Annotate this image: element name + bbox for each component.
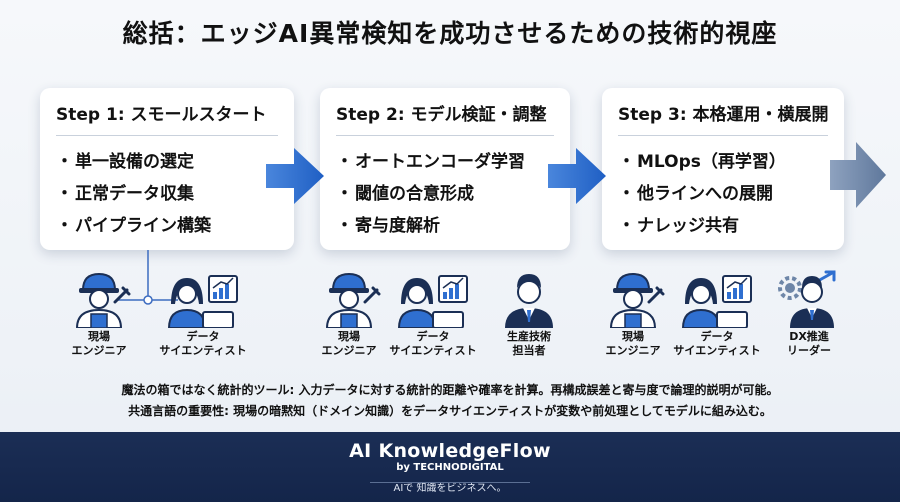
step-1-title: Step 1: スモールスタート <box>56 100 278 136</box>
step-3-title: Step 3: 本格運用・横展開 <box>618 100 829 136</box>
step-3-list: MLOps（再学習） 他ラインへの展開 ナレッジ共有 <box>618 146 828 242</box>
list-item: パイプライン構築 <box>56 210 278 242</box>
businessman-icon <box>505 274 553 328</box>
footer-brand: AI KnowledgeFlow <box>349 440 551 462</box>
list-item: ナレッジ共有 <box>618 210 828 242</box>
person-label: データ サイエンティスト <box>159 330 247 357</box>
engineer-person: 現場 エンジニア <box>54 268 144 358</box>
step-2-list: オートエンコーダ学習 閾値の合意形成 寄与度解析 <box>336 146 554 242</box>
data-scientist-icon <box>681 275 752 328</box>
person-label: 現場 エンジニア <box>605 330 661 357</box>
footer-tagline: AIで 知識をビジネスへ。 <box>393 483 507 494</box>
step-1-card: Step 1: スモールスタート 単一設備の選定 正常データ収集 パイプライン構… <box>40 88 294 250</box>
footer-banner: AI KnowledgeFlow by TECHNODIGITAL AIで 知識… <box>0 432 900 502</box>
person-label: DX推進 リーダー <box>787 330 831 357</box>
data-scientist-icon <box>397 275 468 328</box>
data-scientist-icon <box>167 275 238 328</box>
note-statistical-tool: 魔法の箱ではなく統計的ツール: 入力データに対する統計的距離や確率を計算。再構成… <box>121 383 779 397</box>
list-item: 他ラインへの展開 <box>618 178 828 210</box>
list-item: オートエンコーダ学習 <box>336 146 554 178</box>
list-item: 閾値の合意形成 <box>336 178 554 210</box>
step-1-list: 単一設備の選定 正常データ収集 パイプライン構築 <box>56 146 278 242</box>
engineer-icon <box>75 272 131 328</box>
data-scientist-person: データ サイエンティスト <box>672 268 762 358</box>
engineer-person: 現場 エンジニア <box>304 268 394 358</box>
arrow-right-icon <box>548 148 606 204</box>
arrow-right-icon <box>830 142 886 208</box>
step-3-card: Step 3: 本格運用・横展開 MLOps（再学習） 他ラインへの展開 ナレッ… <box>602 88 844 250</box>
note-common-language: 共通言語の重要性: 現場の暗黙知（ドメイン知識）をデータサイエンティストが変数や… <box>128 404 772 418</box>
footer-divider <box>370 482 530 483</box>
production-tech-person: 生産技術 担当者 <box>484 268 574 358</box>
person-label: 生産技術 担当者 <box>507 330 551 357</box>
list-item: 単一設備の選定 <box>56 146 278 178</box>
step-2-title: Step 2: モデル検証・調整 <box>336 100 554 136</box>
step-2-card: Step 2: モデル検証・調整 オートエンコーダ学習 閾値の合意形成 寄与度解… <box>320 88 570 250</box>
list-item: MLOps（再学習） <box>618 146 828 178</box>
person-label: 現場 エンジニア <box>321 330 377 357</box>
footer-byline: by TECHNODIGITAL <box>396 462 504 473</box>
data-scientist-person: データ サイエンティスト <box>158 268 248 358</box>
page-title: 総括：エッジAI異常検知を成功させるための技術的視座 <box>122 19 778 48</box>
person-label: 現場 エンジニア <box>71 330 127 357</box>
engineer-icon <box>609 272 665 328</box>
engineer-person: 現場 エンジニア <box>588 268 678 358</box>
list-item: 寄与度解析 <box>336 210 554 242</box>
arrow-right-icon <box>266 148 324 204</box>
person-label: データ サイエンティスト <box>673 330 761 357</box>
engineer-icon <box>325 272 381 328</box>
data-scientist-person: データ サイエンティスト <box>388 268 478 358</box>
person-label: データ サイエンティスト <box>389 330 477 357</box>
dx-leader-person: DX推進 リーダー <box>764 268 854 358</box>
list-item: 正常データ収集 <box>56 178 278 210</box>
leader-gear-icon <box>778 270 836 328</box>
